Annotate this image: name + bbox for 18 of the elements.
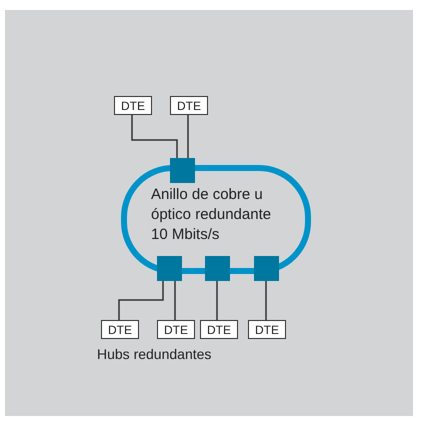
cable-line xyxy=(174,281,176,320)
dte-box: DTE xyxy=(170,96,208,115)
dte-box: DTE xyxy=(248,320,286,339)
hub-square xyxy=(170,158,195,183)
hubs-caption: Hubs redundantes xyxy=(97,346,212,362)
ring-label: Anillo de cobre u óptico redundante 10 Mbits/s xyxy=(151,185,272,245)
dte-box: DTE xyxy=(101,320,139,339)
hub-square xyxy=(205,256,230,281)
dte-box: DTE xyxy=(157,320,195,339)
cable-line xyxy=(216,281,218,320)
hub-square xyxy=(157,256,182,281)
hub-square xyxy=(254,256,279,281)
cable-line xyxy=(118,281,164,320)
cable-line xyxy=(187,115,189,158)
dte-box: DTE xyxy=(114,96,152,115)
dte-box: DTE xyxy=(200,320,238,339)
cable-line xyxy=(265,281,267,320)
cable-line xyxy=(131,115,178,158)
